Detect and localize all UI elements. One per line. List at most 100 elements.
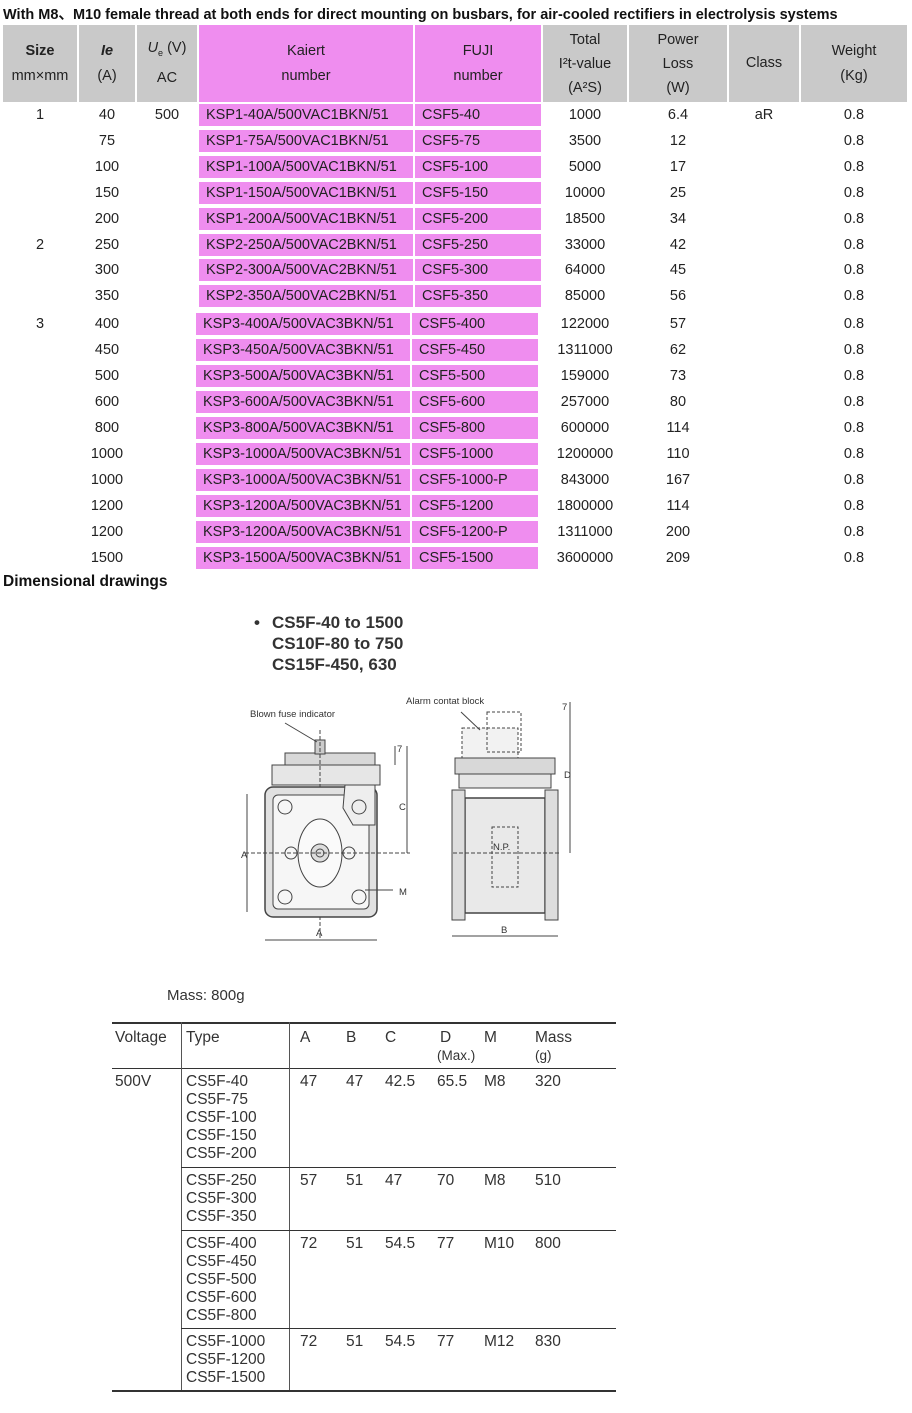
cell-fuji: CSF5-250	[415, 234, 541, 256]
cell-ie: 300	[94, 262, 120, 278]
cell-i2t: 843000	[560, 472, 610, 488]
cell-i2t: 5000	[568, 159, 602, 175]
dim-value-b: 47	[346, 1073, 364, 1090]
cell-kaiert: KSP2-350A/500VAC2BKN/51	[199, 285, 413, 307]
cell-fuji: CSF5-1000	[412, 443, 538, 465]
cell-fuji: CSF5-400	[412, 313, 538, 335]
cell-weight: 0.8	[843, 394, 865, 410]
cell-size	[3, 259, 77, 281]
cell-fuji: CSF5-200	[415, 208, 541, 230]
cell-loss: 17	[669, 159, 687, 175]
cell-i2t: 1200000	[556, 446, 614, 462]
cell-loss: 45	[669, 262, 687, 278]
cell-loss: 56	[669, 288, 687, 304]
dim-header-mass-sub: (g)	[535, 1048, 552, 1063]
dim-value-mass: 830	[535, 1333, 561, 1350]
cell-ie: 450	[94, 342, 120, 358]
caption-line: CS5F-40 to 1500	[272, 613, 404, 632]
header-ue-label: Ue (V)	[148, 36, 187, 66]
cell-kaiert: KSP3-600A/500VAC3BKN/51	[196, 391, 410, 413]
cell-weight: 0.8	[843, 288, 865, 304]
header-kaiert-label: Kaiert	[287, 42, 325, 59]
cell-ie: 250	[94, 237, 120, 253]
cell-ue	[137, 547, 197, 569]
dim-type: CS5F-1200	[186, 1351, 266, 1368]
dim-value-c: 54.5	[385, 1235, 416, 1252]
cell-ie: 75	[98, 133, 116, 149]
dim-header-a: A	[300, 1029, 311, 1046]
dim-type: CS5F-450	[186, 1253, 257, 1270]
dim-a-vertical-label: A	[241, 850, 248, 861]
cell-fuji: CSF5-300	[415, 259, 541, 281]
dim-vline-2	[289, 1022, 290, 1390]
dim-voltage-value: 500V	[115, 1073, 152, 1090]
cell-ue	[137, 182, 197, 204]
cell-size	[3, 365, 77, 387]
header-ie: Ie (A)	[79, 25, 135, 102]
cell-i2t: 85000	[564, 288, 606, 304]
cell-cls	[729, 259, 799, 281]
dim-type: CS5F-350	[186, 1208, 257, 1225]
header-ue-subscript: e	[158, 47, 164, 58]
np-label: N.P.	[493, 842, 510, 853]
cell-kaiert: KSP1-75A/500VAC1BKN/51	[199, 130, 413, 152]
header-ie-unit: (A)	[97, 67, 117, 84]
cell-weight: 0.8	[843, 472, 865, 488]
dim-header-c: C	[385, 1029, 397, 1046]
cell-fuji: CSF5-500	[412, 365, 538, 387]
cell-size	[3, 339, 77, 361]
cell-ie: 1200	[90, 524, 124, 540]
mass-label: Mass: 800g	[167, 987, 245, 1004]
cell-weight: 0.8	[843, 107, 865, 123]
header-size-label: Size	[25, 42, 55, 59]
dim-value-a: 47	[300, 1073, 318, 1090]
cell-fuji: CSF5-150	[415, 182, 541, 204]
cell-i2t: 600000	[560, 420, 610, 436]
cell-kaiert: KSP3-1000A/500VAC3BKN/51	[196, 469, 410, 491]
spec-table: Size mm×mm Ie (A) Ue (V) AC Kaiert numbe…	[3, 25, 907, 569]
cell-kaiert: KSP1-40A/500VAC1BKN/51	[199, 104, 413, 126]
cell-ie: 150	[94, 185, 120, 201]
dim-value-d: 77	[437, 1333, 455, 1350]
page-title: With M8、M10 female thread at both ends f…	[3, 7, 838, 23]
cell-ue	[137, 130, 197, 152]
header-loss-1: Power	[657, 31, 699, 48]
cell-cls	[729, 521, 799, 543]
header-i2t-3: (A²S)	[568, 79, 602, 96]
cell-loss: 6.4	[667, 107, 689, 123]
dim-seven-side-label: 7	[562, 702, 567, 713]
cell-weight: 0.8	[843, 316, 865, 332]
dim-seven-label: 7	[397, 744, 402, 755]
cell-weight: 0.8	[843, 368, 865, 384]
cell-kaiert: KSP1-150A/500VAC1BKN/51	[199, 182, 413, 204]
cell-kaiert: KSP3-1000A/500VAC3BKN/51	[196, 443, 410, 465]
dim-group-rule	[181, 1328, 616, 1329]
cell-ue	[137, 391, 197, 413]
cell-size	[3, 182, 77, 204]
cell-ie: 1500	[90, 550, 124, 566]
header-fuji-label2: number	[453, 67, 503, 84]
header-i2t-1: Total	[569, 31, 601, 48]
header-kaiert: Kaiert number	[199, 25, 413, 102]
cell-kaiert: KSP3-500A/500VAC3BKN/51	[196, 365, 410, 387]
cell-ie: 600	[94, 394, 120, 410]
dim-header-d: D	[440, 1029, 452, 1046]
dim-c-label: C	[399, 802, 406, 813]
cell-fuji: CSF5-1200	[412, 495, 538, 517]
cell-ie: 40	[98, 107, 116, 123]
header-fuji: FUJI number	[415, 25, 541, 102]
dim-value-a: 72	[300, 1235, 318, 1252]
cell-loss: 73	[669, 368, 687, 384]
cell-i2t: 33000	[564, 237, 606, 253]
cell-kaiert: KSP3-400A/500VAC3BKN/51	[196, 313, 410, 335]
cell-size	[3, 130, 77, 152]
cell-cls	[729, 130, 799, 152]
dim-value-m: M8	[484, 1073, 506, 1090]
header-weight-1: Weight	[831, 42, 877, 59]
